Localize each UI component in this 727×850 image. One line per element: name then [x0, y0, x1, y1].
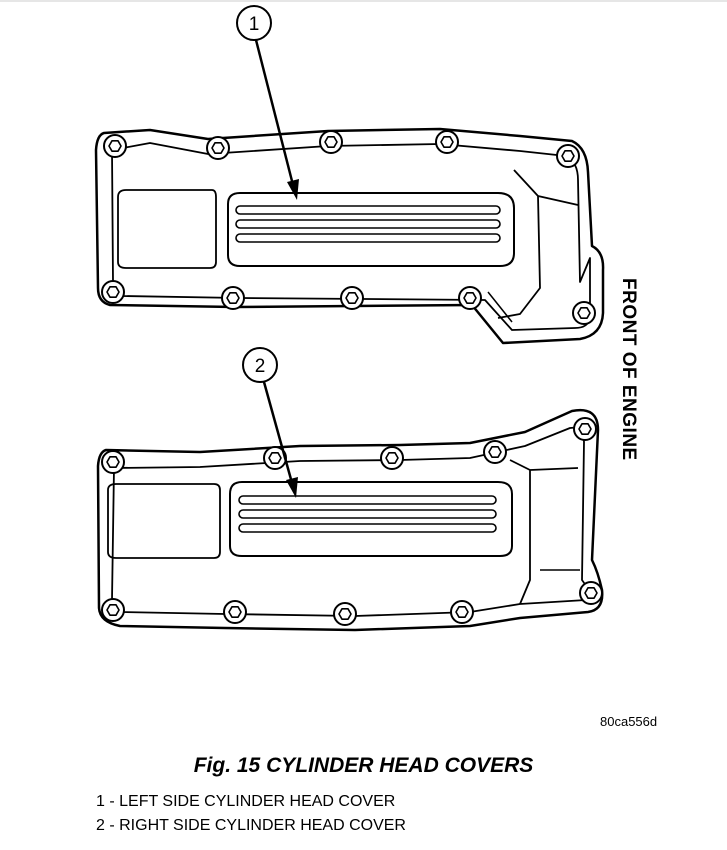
- figure-caption: Fig. 15 CYLINDER HEAD COVERS: [193, 754, 534, 777]
- legend-item-1: 1 - LEFT SIDE CYLINDER HEAD COVER: [96, 793, 396, 810]
- top-border: [0, 0, 727, 2]
- front-of-engine-label: FRONT OF ENGINE: [618, 278, 639, 461]
- left-cylinder-head-cover: [94, 127, 605, 345]
- figure-id: 80ca556d: [600, 714, 658, 729]
- legend: 1 - LEFT SIDE CYLINDER HEAD COVER 2 - RI…: [96, 790, 406, 838]
- callout-1-label: 1: [249, 14, 260, 35]
- callout-2: 2: [242, 347, 298, 498]
- callout-2-label: 2: [255, 356, 266, 377]
- right-cylinder-head-cover: [96, 408, 604, 632]
- callout-1: 1: [236, 5, 299, 200]
- legend-item-2: 2 - RIGHT SIDE CYLINDER HEAD COVER: [96, 817, 406, 834]
